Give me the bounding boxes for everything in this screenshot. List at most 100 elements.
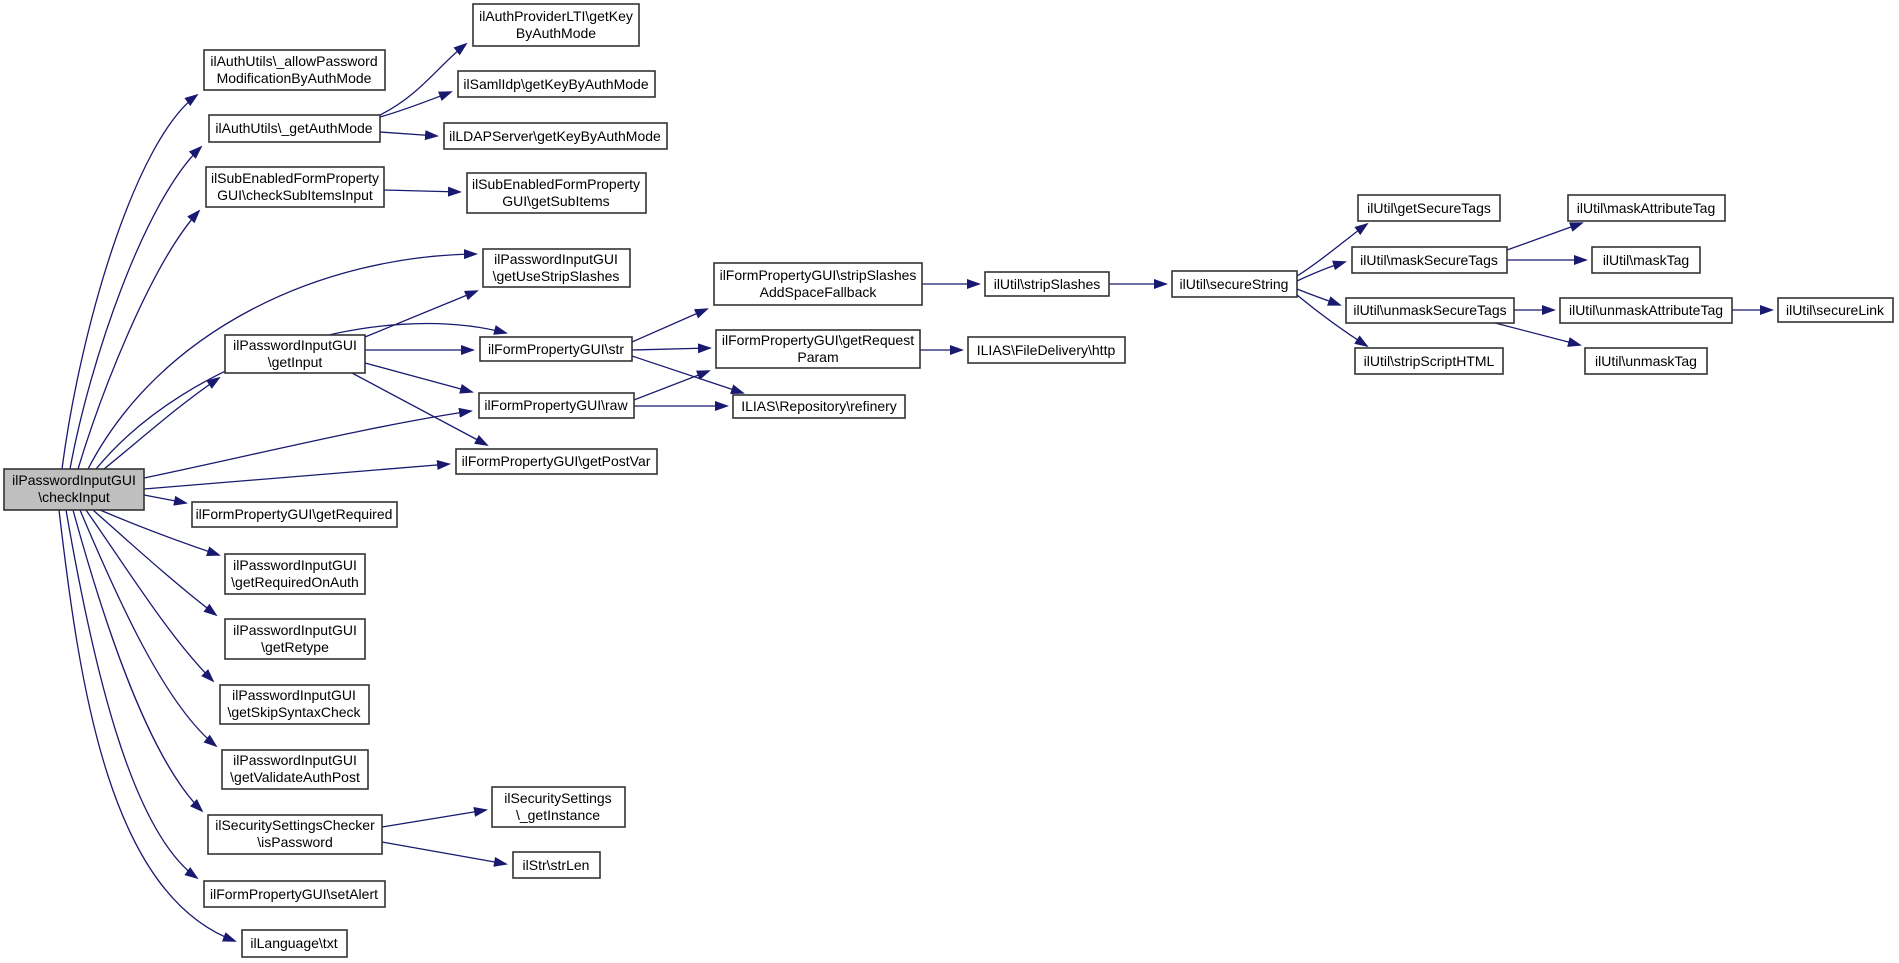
node-getSubItems[interactable]: ilSubEnabledFormProperty GUI\getSubItems (466, 172, 647, 214)
edge-checkInput-getInput (103, 376, 221, 470)
svg-text:\getSkipSyntaxCheck: \getSkipSyntaxCheck (227, 704, 361, 720)
edge-checkInput-getRequired (143, 494, 188, 506)
node-getValidateAuthPost[interactable]: ilPasswordInputGUI \getValidateAuthPost (221, 749, 369, 790)
node-isPassword[interactable]: ilSecuritySettingsChecker \isPassword (207, 814, 383, 855)
node-getSkipSyntaxCheck[interactable]: ilPasswordInputGUI \getSkipSyntaxCheck (219, 684, 370, 725)
svg-text:\_getInstance: \_getInstance (516, 807, 600, 823)
svg-text:ilFormPropertyGUI\raw: ilFormPropertyGUI\raw (484, 397, 628, 413)
svg-text:GUI\checkSubItemsInput: GUI\checkSubItemsInput (217, 187, 373, 203)
edge-secureString-maskSecureTags (1296, 260, 1347, 282)
edge-checkInput-getRetype (92, 509, 218, 617)
node-secureString[interactable]: ilUtil\secureString (1171, 270, 1298, 298)
node-getUseStripSlashes[interactable]: ilPasswordInputGUI \getUseStripSlashes (482, 248, 631, 288)
svg-text:ilUtil\stripScriptHTML: ilUtil\stripScriptHTML (1364, 353, 1495, 369)
svg-text:ilPasswordInputGUI: ilPasswordInputGUI (494, 251, 618, 267)
svg-text:ilUtil\maskTag: ilUtil\maskTag (1603, 252, 1689, 268)
edge-checkInput-getAuthMode (69, 145, 203, 470)
svg-text:ilUtil\secureString: ilUtil\secureString (1180, 276, 1289, 292)
svg-text:ilPasswordInputGUI: ilPasswordInputGUI (233, 557, 357, 573)
svg-text:ilSecuritySettingsChecker: ilSecuritySettingsChecker (215, 817, 375, 833)
node-strLen[interactable]: ilStr\strLen (512, 851, 601, 879)
node-ldapGetKeyByAuthMode[interactable]: ilLDAPServer\getKeyByAuthMode (443, 122, 668, 150)
svg-text:ilFormPropertyGUI\str: ilFormPropertyGUI\str (488, 341, 624, 357)
edge-getInput-getUseStripSlashes (364, 290, 479, 338)
edge-secureString-stripScriptHTML (1296, 294, 1369, 348)
svg-text:ilAuthUtils\_allowPassword: ilAuthUtils\_allowPassword (210, 53, 377, 69)
node-http[interactable]: ILIAS\FileDelivery\http (967, 336, 1126, 364)
node-getRequired[interactable]: ilFormPropertyGUI\getRequired (191, 501, 398, 528)
node-utilStripSlashes[interactable]: ilUtil\stripSlashes (984, 271, 1110, 297)
node-raw[interactable]: ilFormPropertyGUI\raw (478, 392, 635, 419)
edge-raw-getRequestParam (633, 370, 711, 401)
node-maskSecureTags[interactable]: ilUtil\maskSecureTags (1351, 246, 1508, 274)
edge-maskSecureTags-maskAttributeTag (1506, 222, 1584, 251)
node-maskAttributeTag[interactable]: ilUtil\maskAttributeTag (1567, 194, 1726, 222)
edge-checkInput-isPassword (72, 509, 204, 813)
svg-text:ilUtil\maskSecureTags: ilUtil\maskSecureTags (1360, 252, 1498, 268)
svg-text:ilPasswordInputGUI: ilPasswordInputGUI (232, 687, 356, 703)
svg-text:ilPasswordInputGUI: ilPasswordInputGUI (12, 472, 136, 488)
edge-checkInput-raw (143, 407, 473, 479)
node-stripScriptHTML[interactable]: ilUtil\stripScriptHTML (1354, 347, 1504, 375)
edge-checkInput-allowPasswordModificationByAuthMode (61, 93, 199, 470)
svg-text:ilFormPropertyGUI\getRequest: ilFormPropertyGUI\getRequest (722, 332, 914, 348)
svg-text:ilSamlIdp\getKeyByAuthMode: ilSamlIdp\getKeyByAuthMode (463, 76, 648, 92)
svg-text:ByAuthMode: ByAuthMode (516, 25, 596, 41)
edge-isPassword-strLen (381, 841, 508, 867)
edge-unmaskSecureTags-unmaskTag (1494, 322, 1582, 347)
svg-text:ilFormPropertyGUI\setAlert: ilFormPropertyGUI\setAlert (210, 886, 378, 902)
svg-text:ilUtil\getSecureTags: ilUtil\getSecureTags (1367, 200, 1491, 216)
node-maskTag[interactable]: ilUtil\maskTag (1591, 246, 1701, 274)
node-ltiGetKeyByAuthMode[interactable]: ilAuthProviderLTI\getKey ByAuthMode (472, 3, 640, 47)
svg-text:\isPassword: \isPassword (257, 834, 332, 850)
edge-layer (58, 42, 1774, 942)
node-getRetype[interactable]: ilPasswordInputGUI \getRetype (224, 618, 366, 660)
node-getPostVar[interactable]: ilFormPropertyGUI\getPostVar (455, 448, 658, 475)
svg-text:ilAuthProviderLTI\getKey: ilAuthProviderLTI\getKey (479, 8, 633, 24)
node-secureLink[interactable]: ilUtil\secureLink (1777, 297, 1894, 323)
edge-getAuthMode-ltiGetKeyByAuthMode (379, 42, 468, 116)
svg-text:ilUtil\maskAttributeTag: ilUtil\maskAttributeTag (1577, 200, 1716, 216)
edge-checkInput-getValidateAuthPost (79, 509, 218, 748)
node-str[interactable]: ilFormPropertyGUI\str (479, 336, 633, 362)
node-getRequestParam[interactable]: ilFormPropertyGUI\getRequest Param (715, 329, 921, 369)
node-stripSlashesAddSpaceFallback[interactable]: ilFormPropertyGUI\stripSlashes AddSpaceF… (713, 262, 923, 306)
svg-text:ilPasswordInputGUI: ilPasswordInputGUI (233, 337, 357, 353)
svg-text:AddSpaceFallback: AddSpaceFallback (760, 284, 878, 300)
svg-text:ilUtil\stripSlashes: ilUtil\stripSlashes (994, 276, 1101, 292)
node-unmaskAttributeTag[interactable]: ilUtil\unmaskAttributeTag (1559, 297, 1733, 324)
svg-text:\checkInput: \checkInput (38, 489, 110, 505)
node-samlGetKeyByAuthMode[interactable]: ilSamlIdp\getKeyByAuthMode (457, 70, 656, 98)
svg-text:ilFormPropertyGUI\stripSlashes: ilFormPropertyGUI\stripSlashes (720, 267, 917, 283)
svg-text:ilUtil\secureLink: ilUtil\secureLink (1786, 302, 1885, 318)
node-checkInput: ilPasswordInputGUI \checkInput (3, 468, 145, 511)
svg-text:\getRequiredOnAuth: \getRequiredOnAuth (231, 574, 359, 590)
edge-isPassword-securitySettingsGetInstance (381, 807, 488, 828)
svg-text:ilSubEnabledFormProperty: ilSubEnabledFormProperty (472, 176, 640, 192)
svg-text:ILIAS\Repository\refinery: ILIAS\Repository\refinery (741, 398, 897, 414)
node-unmaskSecureTags[interactable]: ilUtil\unmaskSecureTags (1345, 297, 1515, 324)
node-txt[interactable]: ilLanguage\txt (241, 929, 348, 958)
svg-text:\getInput: \getInput (268, 354, 323, 370)
node-refinery[interactable]: ILIAS\Repository\refinery (732, 394, 906, 419)
svg-text:ilPasswordInputGUI: ilPasswordInputGUI (233, 752, 357, 768)
node-securitySettingsGetInstance[interactable]: ilSecuritySettings \_getInstance (491, 786, 626, 828)
node-getRequiredOnAuth[interactable]: ilPasswordInputGUI \getRequiredOnAuth (224, 553, 366, 595)
edge-checkSubItemsInput-getSubItems (383, 186, 462, 197)
svg-text:Param: Param (797, 349, 838, 365)
edge-checkInput-getPostVar (143, 459, 451, 490)
node-getInput[interactable]: ilPasswordInputGUI \getInput (224, 334, 366, 374)
svg-text:\getRetype: \getRetype (261, 639, 329, 655)
node-setAlert[interactable]: ilFormPropertyGUI\setAlert (203, 880, 386, 908)
node-getAuthMode[interactable]: ilAuthUtils\_getAuthMode (208, 114, 381, 143)
svg-text:ilSecuritySettings: ilSecuritySettings (504, 790, 611, 806)
edge-getInput-raw (364, 362, 474, 394)
svg-text:ilStr\strLen: ilStr\strLen (523, 857, 590, 873)
svg-text:ilSubEnabledFormProperty: ilSubEnabledFormProperty (211, 170, 379, 186)
node-allowPasswordModificationByAuthMode[interactable]: ilAuthUtils\_allowPassword ModificationB… (203, 49, 386, 91)
node-unmaskTag[interactable]: ilUtil\unmaskTag (1584, 347, 1708, 375)
node-getSecureTags[interactable]: ilUtil\getSecureTags (1357, 194, 1501, 222)
svg-text:GUI\getSubItems: GUI\getSubItems (502, 193, 609, 209)
node-checkSubItemsInput[interactable]: ilSubEnabledFormProperty GUI\checkSubIte… (205, 166, 385, 208)
